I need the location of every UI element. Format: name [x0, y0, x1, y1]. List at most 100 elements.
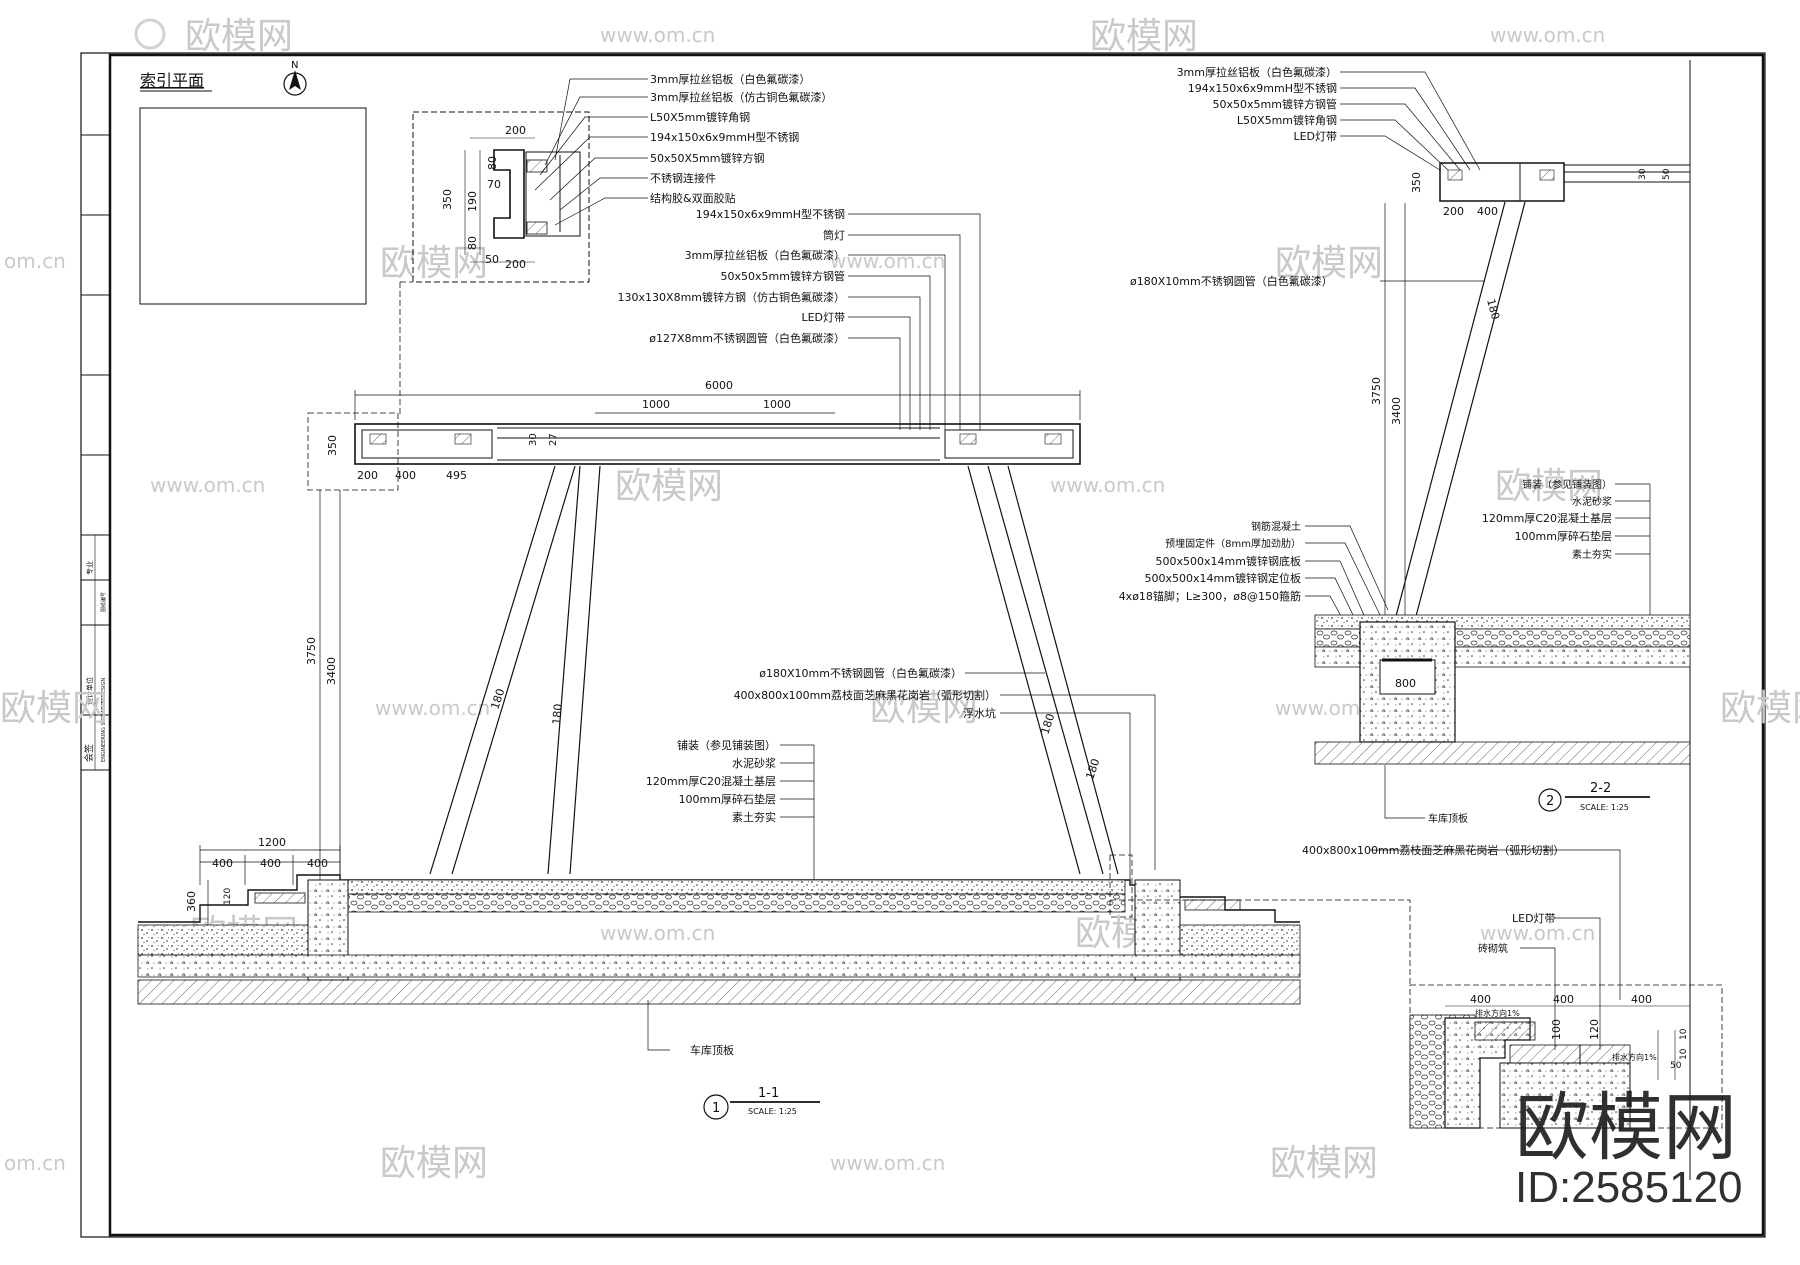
section2-dim: 400 — [1477, 205, 1498, 218]
section2-left-label: 4xø18锚脚；L≥300，ø8@150箍筋 — [1119, 589, 1301, 603]
section1-pipe-label: ø180X10mm不锈钢圆管（白色氟碳漆） — [759, 666, 962, 680]
watermark-brand: 欧模网 — [1720, 688, 1800, 729]
section1-dim: 495 — [446, 469, 467, 482]
section1-label: 筒灯 — [823, 228, 845, 242]
section1-label: 130x130X8mm镀锌方钢（仿古铜色氟碳漆） — [618, 290, 845, 304]
watermark-id: ID:2585120 — [1515, 1163, 1743, 1212]
detail3-dim: 10 — [1679, 1048, 1689, 1060]
watermark-url: www.om.cn — [1050, 473, 1165, 497]
section2-label: 50x50x5mm镀锌方钢管 — [1213, 97, 1337, 111]
watermark-brand: 欧模网 — [1275, 243, 1383, 284]
watermark-brand: 欧模网 — [1270, 1143, 1378, 1184]
section2-layer: 100mm厚碎石垫层 — [1515, 529, 1612, 543]
watermark-url: www.om.cn — [375, 696, 490, 720]
watermark-brand: 欧模网 — [0, 688, 108, 729]
detail3-slope-label: 排水方向1% — [1612, 1052, 1657, 1062]
detail3-dim: 120 — [1588, 1019, 1601, 1040]
section2-dim: 3400 — [1390, 397, 1403, 425]
section1-dim: 3400 — [325, 657, 338, 685]
section2-dim: 200 — [1443, 205, 1464, 218]
detail3-led-label: LED灯带 — [1512, 912, 1556, 925]
canopy-beam — [354, 423, 1081, 465]
section2-layer: 120mm厚C20混凝土基层 — [1482, 511, 1612, 525]
detail-dim: 350 — [441, 189, 454, 210]
section1-roof-label: 车库顶板 — [690, 1043, 734, 1057]
section2-ground — [1314, 614, 1691, 765]
section2-left-label: 500x500x14mm镀锌钢底板 — [1156, 554, 1301, 568]
title-block-row2: ENGINEERING SIGNATURE — [101, 697, 107, 762]
title-block-row4: 图纸编号 — [100, 592, 107, 612]
section2-left-label: 预埋固定件（8mm厚加劲肋） — [1165, 537, 1301, 550]
watermark-layer: 欧模网 www.om.cn 欧模网 www.om.cn om.cn 欧模网 ww… — [0, 16, 1800, 1184]
section1-label: 50x50x5mm镀锌方钢管 — [721, 269, 845, 283]
watermark-brand-large: 欧模网 — [1515, 1086, 1737, 1169]
section2-title: 2 2-2 SCALE: 1:25 — [1538, 781, 1650, 812]
detail-label: L50X5mm镀锌角钢 — [650, 110, 750, 124]
section1-label: ø127X8mm不锈钢圆管（白色氟碳漆） — [649, 331, 845, 345]
section1-step-dim: 1200 — [258, 836, 286, 849]
svg-text:SCALE: 1:25: SCALE: 1:25 — [1580, 803, 1629, 812]
watermark-url: www.om.cn — [600, 23, 715, 47]
section2-left-label: 钢筋混凝土 — [1251, 520, 1301, 533]
section1-title: 1 1-1 SCALE: 1:25 — [703, 1086, 820, 1120]
svg-text:1-1: 1-1 — [758, 1086, 779, 1101]
section1-stone-label: 400x800x100mm荔枝面芝麻黑花岗岩（弧形切割） — [734, 688, 996, 702]
detail3-dim: 400 — [1470, 993, 1491, 1006]
section1-label: LED灯带 — [801, 311, 845, 324]
title-block-row6: BY DESIGN — [101, 678, 107, 705]
detail-box: 200 80 70 350 190 80 50 200 3mm厚拉丝铝板（白色氟… — [399, 72, 832, 415]
detail-label: 194x150x6x9mmH型不锈钢 — [650, 130, 799, 144]
section1-layer: 120mm厚C20混凝土基层 — [646, 774, 776, 788]
index-plan: 索引平面 N — [139, 60, 367, 305]
section2-dim-180: 180 — [1484, 297, 1502, 321]
section2-left-label: 500x500x14mm镀锌钢定位板 — [1145, 571, 1301, 585]
title-block: 会签 ENGINEERING SIGNATURE 专业 图纸编号 设计单位 BY… — [80, 52, 111, 1238]
watermark-brand: 欧模网 — [1495, 466, 1603, 507]
section1-drain-label: 浮水坑 — [963, 706, 996, 720]
section1-dim: 30 — [528, 433, 539, 446]
section2-dim: 3750 — [1370, 377, 1383, 405]
watermark-brand: 欧模网 — [1090, 16, 1198, 57]
section2-footing-dim: 800 — [1395, 677, 1416, 690]
detail3-dim: 100 — [1550, 1019, 1563, 1040]
ground-section — [137, 874, 1301, 1005]
detail-dim: 80 — [466, 236, 479, 250]
detail-label: 50x50X5mm镀锌方钢 — [650, 151, 764, 165]
detail3-dim: 400 — [1553, 993, 1574, 1006]
section1-dim: 3750 — [305, 637, 318, 665]
watermark-url: om.cn — [4, 1151, 66, 1175]
north-arrow-icon — [283, 70, 307, 96]
brand-watermark: 欧模网 ID:2585120 — [1515, 1086, 1743, 1212]
detail-label: 3mm厚拉丝铝板（白色氟碳漆） — [650, 72, 810, 86]
section1-layer: 素土夯实 — [732, 810, 776, 824]
watermark-brand: 欧模网 — [380, 1143, 488, 1184]
section1-layer: 铺装（参见铺装图） — [677, 738, 776, 752]
detail-dim: 200 — [505, 258, 526, 271]
detail-dim: 80 — [486, 156, 499, 170]
steel-columns — [429, 465, 1119, 875]
section1-step-dim: 400 — [307, 857, 328, 870]
title-block-row3: 专业 — [85, 561, 94, 575]
detail3-mortar-label: 砖砌筑 — [1478, 942, 1508, 955]
watermark-url: www.om.cn — [600, 921, 715, 945]
detail3-drawing — [1409, 1005, 1690, 1129]
section1-layer: 水泥砂浆 — [732, 756, 776, 770]
detail-label: 3mm厚拉丝铝板（仿古铜色氟碳漆） — [650, 90, 832, 104]
watermark-url: www.om.cn — [830, 1151, 945, 1175]
section2-dim: 350 — [1410, 172, 1423, 193]
section2-label: 3mm厚拉丝铝板（白色氟碳漆） — [1177, 65, 1337, 79]
section1-label: 3mm厚拉丝铝板（白色氟碳漆） — [685, 248, 845, 262]
section-2-2: 3mm厚拉丝铝板（白色氟碳漆） 194x150x6x9mmH型不锈钢 50x50… — [1119, 60, 1691, 1180]
section1-dim-180: 180 — [550, 703, 565, 725]
section1-step-dim: 360 — [185, 891, 198, 912]
watermark-brand: 欧模网 — [615, 466, 723, 507]
watermark-logo-icon — [134, 18, 166, 50]
detail-label: 不锈钢连接件 — [650, 172, 716, 185]
watermark-brand: 欧模网 — [380, 243, 488, 284]
watermark-url: www.om.cn — [150, 473, 265, 497]
watermark-url: www.om.cn — [1490, 23, 1605, 47]
watermark-brand: 欧模网 — [185, 16, 293, 57]
section2-label: L50X5mm镀锌角钢 — [1237, 113, 1337, 127]
section2-label: 194x150x6x9mmH型不锈钢 — [1188, 81, 1337, 95]
